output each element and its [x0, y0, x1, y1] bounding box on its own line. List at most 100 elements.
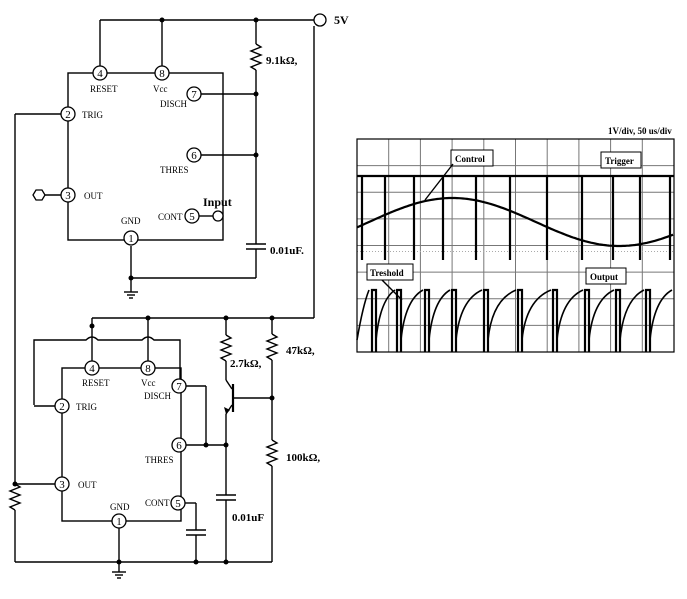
resistor-9k1 — [249, 43, 263, 71]
control-label-box — [450, 149, 494, 167]
top-pin-6 — [186, 147, 202, 163]
top-pin-3 — [60, 187, 76, 203]
threshold-ramp — [521, 289, 552, 341]
top-pin-cont-label: CONT — [158, 212, 183, 222]
transistor — [225, 379, 233, 390]
resistor-9k1-label: 9.1kΩ, — [266, 55, 298, 67]
supply-label: 5V — [334, 13, 349, 27]
bottom-555-timer: 2.7kΩ, 47kΩ, 100kΩ, 0.01uF — [8, 315, 320, 579]
svg-text:6: 6 — [176, 440, 182, 452]
top-pin-thres-label: THRES — [160, 165, 189, 175]
bottom-pin-6 — [171, 437, 187, 453]
output-pulse — [516, 288, 524, 352]
svg-text:8: 8 — [145, 363, 151, 375]
output-pulse — [482, 288, 490, 352]
bottom-pin-5 — [170, 495, 186, 511]
bottom-pin-disch-label: DISCH — [144, 391, 172, 401]
resistor-2k7 — [219, 334, 233, 362]
output-pulse — [614, 288, 622, 352]
input-label: Input — [203, 195, 232, 209]
top-pin-1 — [123, 230, 139, 246]
output-pulse — [551, 288, 559, 352]
threshold-ramp — [428, 289, 451, 341]
resistor-100k — [265, 439, 279, 467]
scope-settings: 1V/div, 50 us/div — [608, 126, 672, 136]
threshold-ramp — [487, 289, 517, 341]
out-terminal — [32, 189, 46, 201]
resistor-2k7-label: 2.7kΩ, — [230, 358, 262, 370]
bottom-pin-1 — [111, 513, 127, 529]
svg-text:5: 5 — [189, 211, 195, 223]
output-pulse — [370, 288, 378, 352]
resistor-left — [8, 483, 22, 511]
threshold-ramp — [375, 289, 396, 341]
svg-text:4: 4 — [97, 68, 103, 80]
svg-text:4: 4 — [89, 363, 95, 375]
resistor-100k-label: 100kΩ, — [286, 452, 320, 464]
bottom-pin-vcc-label: Vcc — [141, 378, 156, 388]
top-pin-5 — [184, 208, 200, 224]
threshold-label-box — [366, 263, 414, 281]
capacitor-top-label: 0.01uF. — [270, 245, 304, 257]
output-pulse — [395, 288, 403, 352]
threshold-ramp — [400, 289, 424, 341]
bottom-pin-4 — [84, 360, 100, 376]
output-pulse — [644, 288, 652, 352]
svg-text:8: 8 — [159, 68, 165, 80]
scope-traces — [356, 174, 674, 352]
trigger-label-box — [600, 151, 642, 169]
svg-text:6: 6 — [191, 150, 197, 162]
svg-text:7: 7 — [176, 381, 182, 393]
output-pulse — [423, 288, 431, 352]
oscilloscope-display: 1V/div, 50 us/div Control Trigger Tresho… — [356, 126, 675, 353]
trigger-label: Trigger — [605, 156, 634, 166]
threshold-ramp — [356, 289, 370, 341]
bottom-pin-cont-label: CONT — [145, 498, 170, 508]
top-pin-4 — [92, 65, 108, 81]
svg-text:7: 7 — [191, 89, 197, 101]
resistor-47k — [265, 333, 279, 361]
threshold-ramp — [619, 289, 645, 341]
top-ic-body — [67, 72, 224, 241]
control-trace — [356, 196, 674, 248]
resistor-47k-label: 47kΩ, — [286, 345, 315, 357]
bottom-pin-3 — [54, 476, 70, 492]
svg-text:3: 3 — [65, 190, 71, 202]
top-pin-gnd-label: GND — [121, 216, 141, 226]
capacitor-bottom-label: 0.01uF — [232, 512, 264, 524]
bottom-pin-7 — [171, 378, 187, 394]
top-pin-7 — [186, 86, 202, 102]
svg-text:2: 2 — [59, 401, 65, 413]
bottom-pin-2 — [54, 398, 70, 414]
threshold-ramp — [556, 289, 584, 341]
bottom-pin-reset-label: RESET — [82, 378, 110, 388]
bottom-pin-trig-label: TRIG — [76, 402, 97, 412]
top-pin-out-label: OUT — [84, 191, 103, 201]
output-pulse — [450, 288, 458, 352]
top-pin-trig-label: TRIG — [82, 110, 103, 120]
interconnect-wiring — [14, 26, 315, 484]
bottom-pin-gnd-label: GND — [110, 502, 130, 512]
svg-text:1: 1 — [116, 516, 122, 528]
top-pin-disch-label: DISCH — [160, 99, 188, 109]
top-pin-reset-label: RESET — [90, 84, 118, 94]
threshold-ramp — [588, 289, 615, 341]
output-label-box — [585, 267, 627, 285]
output-label: Output — [590, 272, 618, 282]
svg-text:1: 1 — [128, 233, 134, 245]
threshold-ramp — [649, 289, 673, 341]
bottom-pin-out-label: OUT — [78, 480, 97, 490]
svg-text:5: 5 — [175, 498, 181, 510]
bottom-pin-thres-label: THRES — [145, 455, 174, 465]
svg-text:3: 3 — [59, 479, 65, 491]
threshold-label: Treshold — [370, 268, 404, 278]
threshold-ramp — [455, 289, 483, 341]
top-pin-vcc-label: Vcc — [153, 84, 168, 94]
top-pin-8 — [154, 65, 170, 81]
supply-terminal — [313, 13, 327, 27]
input-terminal — [212, 210, 224, 222]
control-label: Control — [455, 154, 485, 164]
bottom-pin-8 — [140, 360, 156, 376]
scope-frame — [356, 138, 675, 353]
